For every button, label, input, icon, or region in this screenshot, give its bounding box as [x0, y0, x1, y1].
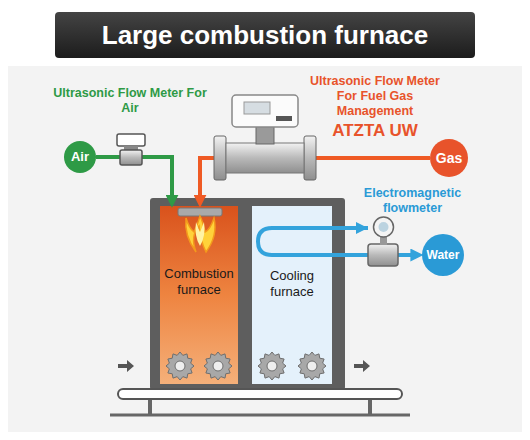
gear-hub [267, 361, 277, 371]
node-label: Water [427, 248, 460, 262]
meter-label: Ultrasonic Flow Meter For Fuel Gas Manag… [300, 74, 450, 119]
gear [258, 352, 286, 380]
source-circle: Water [422, 234, 465, 277]
conveyor-leg [368, 398, 372, 414]
gear-hub [213, 361, 223, 371]
meter-body [120, 150, 142, 165]
furnace-chamber: Combustion furnace [160, 206, 238, 384]
meter-display [244, 102, 270, 114]
conveyor-base [110, 414, 410, 417]
node-label: Gas [436, 150, 462, 167]
meter-label: Ultrasonic Flow Meter For Air [50, 86, 210, 116]
conveyor-gears [166, 352, 326, 380]
pipe-flange [304, 136, 316, 180]
flow-arrow [354, 360, 370, 372]
combustion-chamber [160, 206, 238, 384]
gear-hub [175, 361, 185, 371]
cooling-chamber [252, 206, 332, 384]
background-panel [8, 66, 522, 432]
meter-head [232, 95, 298, 127]
conveyor-leg [148, 398, 152, 414]
coil-outlet [336, 226, 368, 230]
meter-head [374, 217, 394, 237]
furnace-chamber: Cooling furnace [252, 206, 332, 384]
gas-flow-meter [214, 95, 316, 180]
electromagnetic-flowmeter [368, 217, 398, 266]
conveyor-belt [118, 389, 402, 399]
air-flow-meter [117, 134, 145, 165]
gear-hub [307, 361, 317, 371]
gear [166, 352, 194, 380]
source-circle: Air [64, 141, 96, 173]
node-label: Cooling furnace [256, 268, 328, 299]
node-label: Air [71, 149, 89, 165]
meter-display [379, 222, 389, 232]
flow-arrow [118, 360, 134, 372]
meter-body [226, 143, 304, 173]
flame [186, 216, 215, 252]
gear [204, 352, 232, 380]
flame-core [196, 222, 205, 246]
cooling-coil [258, 228, 368, 255]
gear [298, 352, 326, 380]
meter-head [117, 134, 145, 146]
meter-label: ATZTA UW [300, 121, 450, 141]
node-label: Combustion furnace [164, 266, 234, 297]
meter-label: Electromagnetic flowmeter [355, 186, 470, 216]
meter-body [368, 244, 398, 266]
meter-badge [276, 116, 292, 121]
title-banner: Large combustion furnace [55, 12, 475, 58]
source-circle: Gas [430, 139, 468, 177]
meter-neck [256, 126, 274, 144]
pipe-flange [214, 136, 226, 180]
